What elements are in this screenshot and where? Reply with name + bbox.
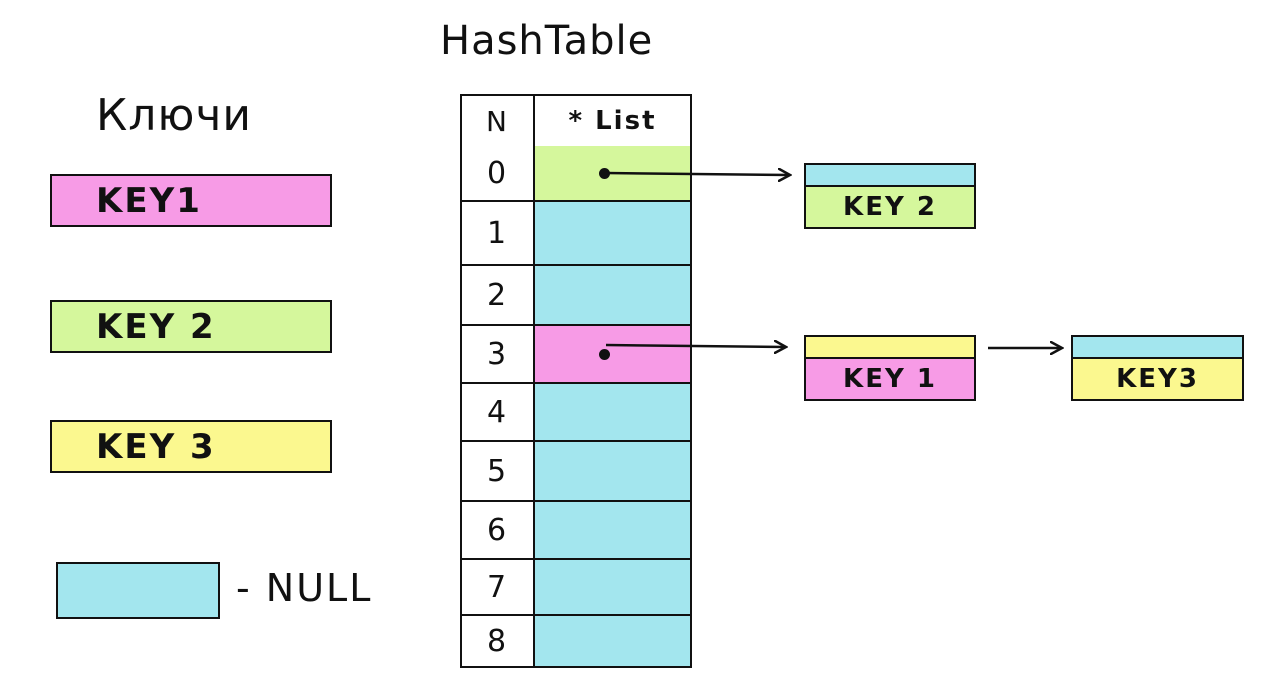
- header-index: N: [462, 96, 535, 146]
- list-node-key2: KEY 2: [804, 163, 976, 229]
- row-list-pointer: [535, 560, 690, 614]
- header-list: * List: [568, 106, 657, 136]
- hash-table-row: 6: [462, 500, 690, 558]
- list-node-key1: KEY 1: [804, 335, 976, 401]
- hash-table-row: 7: [462, 558, 690, 614]
- arrow-row3-to-key1: [605, 345, 786, 347]
- hash-table-row: 4: [462, 382, 690, 440]
- node-pointer-field: [1073, 337, 1242, 359]
- row-index: 2: [462, 266, 535, 324]
- hash-table-row: 3: [462, 324, 690, 382]
- node-value: KEY 2: [806, 187, 974, 227]
- key-box-1: KEY1: [50, 174, 332, 227]
- row-list-pointer: [535, 326, 690, 382]
- diagram-title: HashTable: [440, 18, 654, 64]
- keys-heading: Ключи: [96, 90, 252, 141]
- arrow-row0-to-key2: [605, 173, 790, 175]
- pointer-dot-icon: [599, 349, 610, 360]
- row-list-pointer: [535, 384, 690, 440]
- row-list-pointer: [535, 442, 690, 500]
- row-index: 6: [462, 502, 535, 558]
- row-list-pointer: [535, 266, 690, 324]
- pointer-dot-icon: [599, 168, 610, 179]
- hash-table-row: 5: [462, 440, 690, 500]
- hash-table-row: 2: [462, 264, 690, 324]
- row-list-pointer: [535, 202, 690, 264]
- row-index: 8: [462, 616, 535, 666]
- row-index: 5: [462, 442, 535, 500]
- row-index: 7: [462, 560, 535, 614]
- row-index: 3: [462, 326, 535, 382]
- hash-table-row: 8: [462, 614, 690, 666]
- row-list-pointer: [535, 616, 690, 666]
- node-value: KEY 1: [806, 359, 974, 399]
- node-pointer-field: [806, 165, 974, 187]
- row-index: 1: [462, 202, 535, 264]
- null-legend-label: - NULL: [236, 566, 373, 610]
- list-node-key3: KEY3: [1071, 335, 1244, 401]
- row-list-pointer: [535, 502, 690, 558]
- hash-table-header: N * List: [462, 96, 690, 146]
- key-box-3: KEY 3: [50, 420, 332, 473]
- node-pointer-field: [806, 337, 974, 359]
- row-index: 4: [462, 384, 535, 440]
- row-index: 0: [462, 146, 535, 200]
- hash-table-row: 1: [462, 200, 690, 264]
- key-box-2: KEY 2: [50, 300, 332, 353]
- node-value: KEY3: [1073, 359, 1242, 399]
- null-legend-swatch: [56, 562, 220, 619]
